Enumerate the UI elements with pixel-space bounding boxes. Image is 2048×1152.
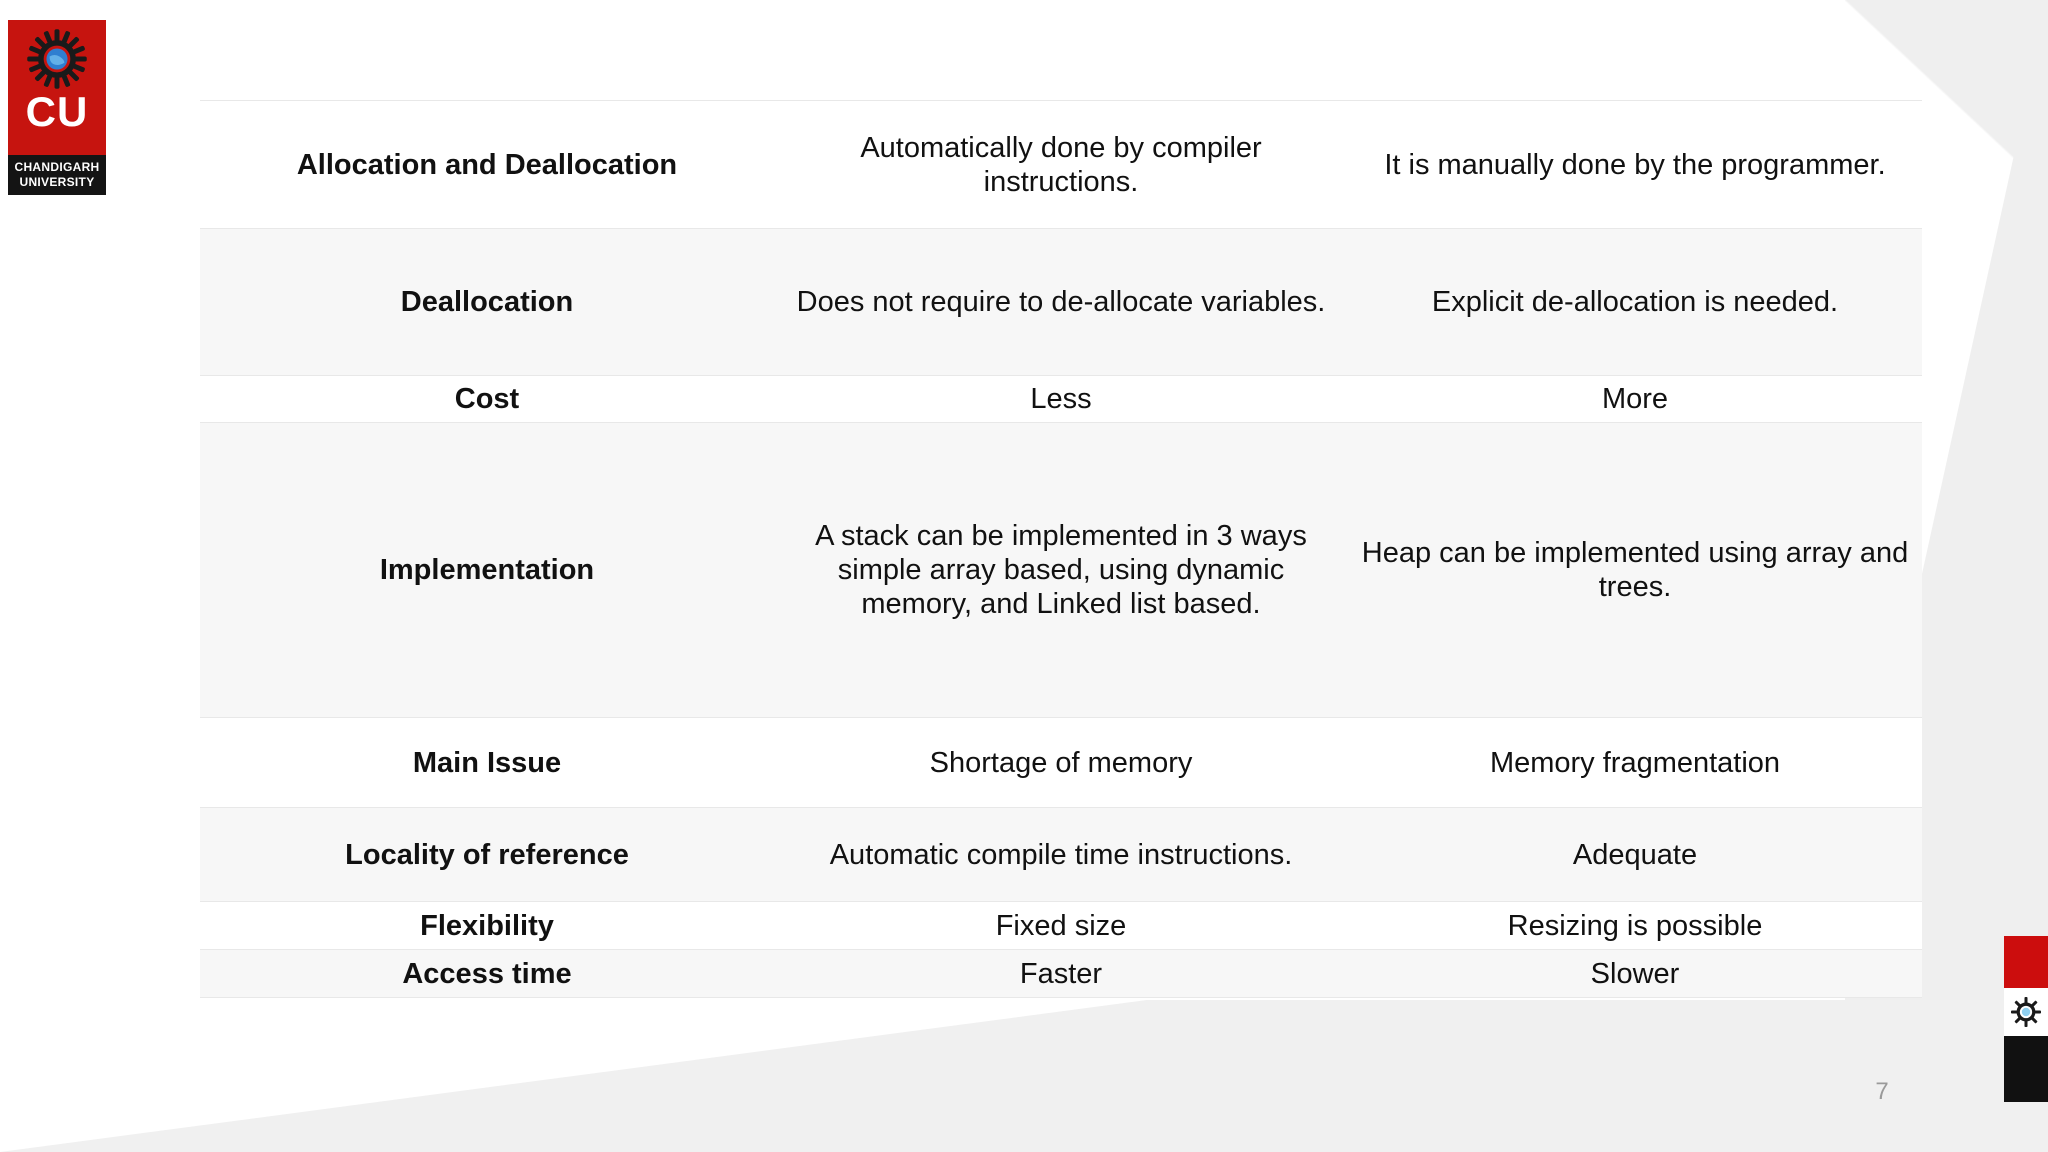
university-emblem-icon [26,28,88,90]
row-criteria-cell: Locality of reference [200,807,774,902]
page-number: 7 [1875,1078,1889,1105]
row-stack-cell: Fixed size [774,901,1348,950]
logo-abbrev: CU [25,88,89,135]
bottom-diagonal-decoration [0,1000,2048,1152]
brand-block-red [2004,936,2048,988]
row-criteria-cell: Flexibility [200,901,774,950]
corner-brand-blocks [2004,936,2048,1102]
row-stack-cell: Faster [774,949,1348,998]
row-criteria-cell: Allocation and Deallocation [200,100,774,229]
logo-name-band: CHANDIGARH UNIVERSITY [8,155,106,195]
logo-name-line2: UNIVERSITY [19,175,95,189]
row-stack-cell: Automatically done by compiler instructi… [774,100,1348,229]
row-stack-cell: Does not require to de-allocate variable… [774,228,1348,376]
row-heap-cell: Resizing is possible [1348,901,1922,950]
row-heap-cell: Memory fragmentation [1348,717,1922,808]
row-stack-cell: Automatic compile time instructions. [774,807,1348,902]
row-criteria-cell: Access time [200,949,774,998]
row-heap-cell: More [1348,375,1922,423]
logo-name-line1: CHANDIGARH [14,160,100,174]
row-stack-cell: A stack can be implemented in 3 ways sim… [774,422,1348,718]
row-criteria-cell: Implementation [200,422,774,718]
brand-block-white [2004,988,2048,1036]
row-heap-cell: It is manually done by the programmer. [1348,100,1922,229]
row-heap-cell: Slower [1348,949,1922,998]
university-logo: CU CHANDIGARH UNIVERSITY [8,20,106,195]
gear-globe-icon [2011,997,2041,1027]
row-criteria-cell: Deallocation [200,228,774,376]
row-heap-cell: Adequate [1348,807,1922,902]
row-criteria-cell: Main Issue [200,717,774,808]
brand-block-black [2004,1036,2048,1102]
row-heap-cell: Explicit de-allocation is needed. [1348,228,1922,376]
row-stack-cell: Shortage of memory [774,717,1348,808]
row-heap-cell: Heap can be implemented using array and … [1348,422,1922,718]
row-criteria-cell: Cost [200,375,774,423]
row-stack-cell: Less [774,375,1348,423]
